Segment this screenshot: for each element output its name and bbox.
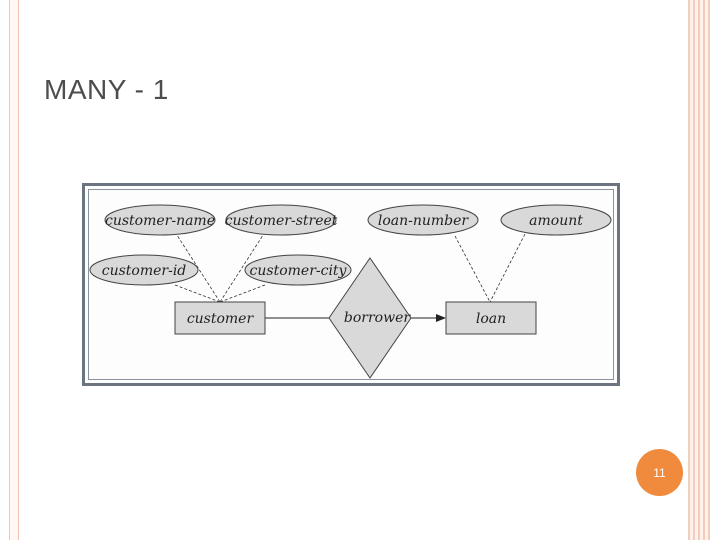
relationship-borrower: borrower [328,257,412,379]
attribute-label: customer-city [250,263,348,279]
entity-loan: loan [445,301,537,335]
attribute-customer-city: customer-city [244,254,352,286]
attribute-label: customer-street [225,213,338,229]
attribute-loan-number: loan-number [367,204,479,236]
attribute-label: customer-name [105,213,215,229]
entity-customer: customer [174,301,266,335]
page-number-badge: 11 [636,449,683,496]
arrow-head-icon [436,314,446,322]
right-frame-border [688,0,710,540]
attribute-label: amount [529,213,583,229]
entity-label: customer [187,311,255,327]
attribute-customer-name: customer-name [104,204,216,236]
attribute-customer-id: customer-id [89,254,199,286]
entity-label: loan [476,311,506,327]
attribute-amount: amount [500,204,612,236]
attribute-label: customer-id [102,263,187,279]
slide-title: MANY - 1 [44,74,169,105]
left-frame-border [9,0,19,540]
attribute-label: loan-number [378,213,470,229]
relationship-label: borrower [344,310,411,326]
attribute-customer-street: customer-street [225,204,338,236]
